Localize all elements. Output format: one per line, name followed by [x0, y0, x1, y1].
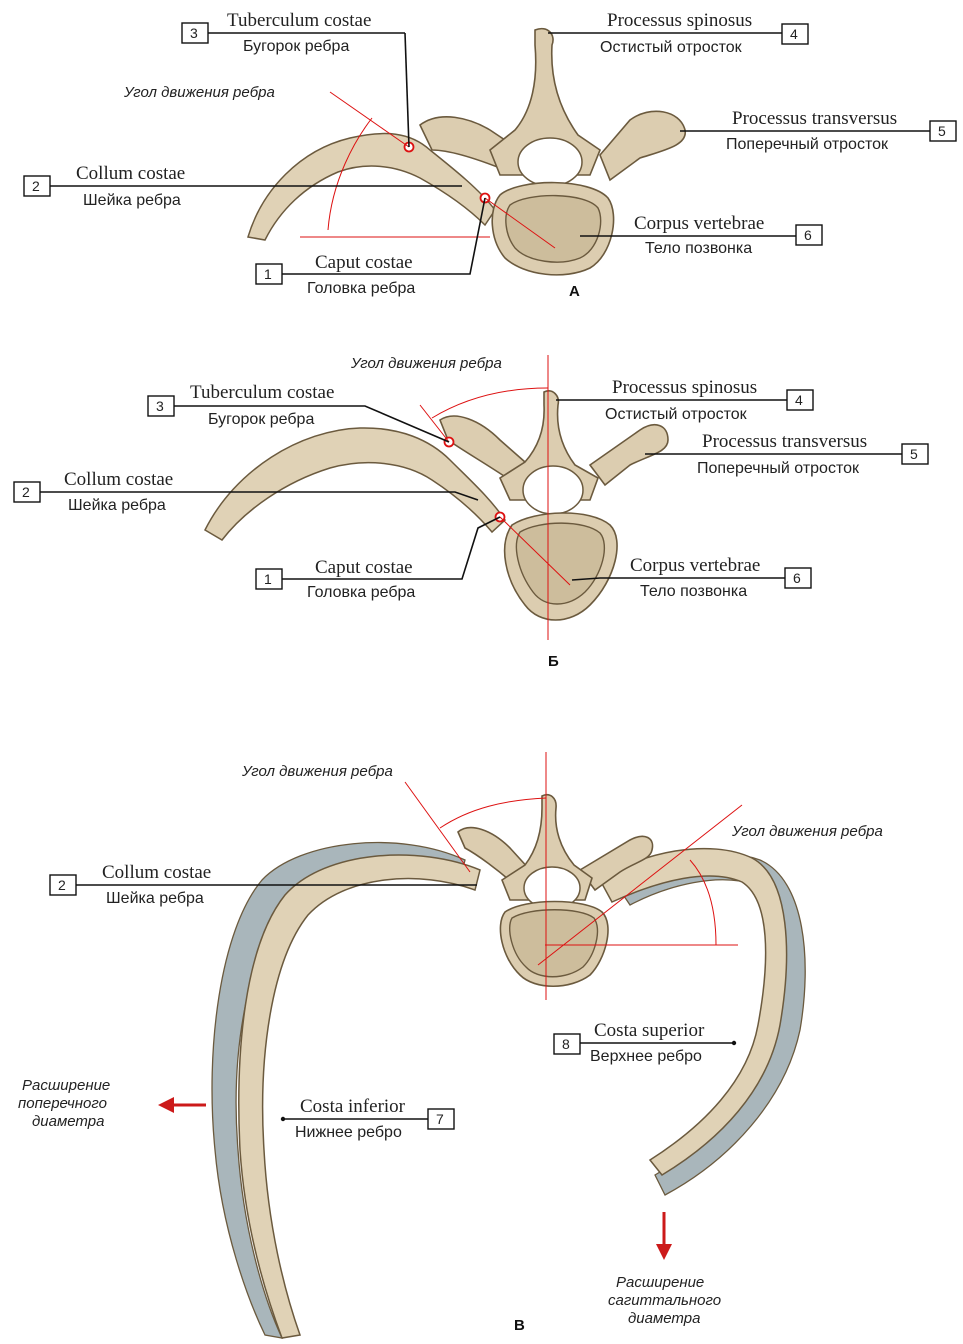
panel-c-lat-2: Collum costae	[102, 862, 211, 883]
panel-a-body-surface	[506, 196, 601, 262]
panel-c-sagittal-line-3: диаметра	[628, 1310, 700, 1327]
panel-c-rus-2: Шейка ребра	[106, 890, 204, 907]
panel-c-sagittal-line-2: сагиттального	[608, 1292, 721, 1309]
panel-a-rus-3: Бугорок ребра	[243, 38, 349, 55]
panel-c-angle-label-right: Угол движения ребра	[731, 823, 883, 840]
panel-c-lat-8: Costa superior	[594, 1020, 705, 1041]
panel-a-rus-2: Шейка ребра	[83, 192, 181, 209]
panel-c-num-2: 2	[58, 877, 66, 893]
panel-b-rus-1: Головка ребра	[307, 584, 415, 601]
panel-a-leader-3b	[405, 33, 409, 147]
panel-a-num-2: 2	[32, 178, 40, 194]
panel-a-lat-3: Tuberculum costae	[227, 10, 371, 31]
panel-a-letter: А	[569, 283, 580, 300]
panel-b-lat-1: Caput costae	[315, 557, 413, 578]
panel-b-lat-4: Processus spinosus	[612, 377, 757, 398]
panel-b-num-6: 6	[793, 570, 801, 586]
panel-c-rus-8: Верхнее ребро	[590, 1048, 702, 1065]
panel-a-rus-6: Тело позвонка	[645, 240, 752, 257]
panel-c-transverse-arrow-head	[158, 1097, 174, 1113]
panel-c-angle-arc-left	[440, 798, 546, 828]
panel-a-rus-5: Поперечный отросток	[726, 136, 889, 153]
panel-b-rus-2: Шейка ребра	[68, 497, 166, 514]
panel-b-rus-6: Тело позвонка	[640, 583, 747, 600]
panel-c-sagittal-line-1: Расширение	[616, 1274, 704, 1291]
panel-a-lat-4: Processus spinosus	[607, 10, 752, 31]
panel-c-letter: В	[514, 1317, 525, 1334]
panel-c-angle-label-left: Угол движения ребра	[241, 763, 393, 780]
panel-b-rus-4: Остистый отросток	[605, 406, 748, 423]
panel-c-dot-7	[281, 1117, 285, 1121]
panel-c-dot-8	[732, 1041, 736, 1045]
panel-c-lat-7: Costa inferior	[300, 1096, 406, 1117]
panel-a-num-4: 4	[790, 26, 798, 42]
panel-b-num-1: 1	[264, 571, 272, 587]
panel-b-num-3: 3	[156, 398, 164, 414]
panel-a-lat-5: Processus transversus	[732, 108, 897, 129]
panel-b-num-2: 2	[22, 484, 30, 500]
panel-b-lat-5: Processus transversus	[702, 431, 867, 452]
panel-a-num-3: 3	[190, 25, 198, 41]
panel-a-rus-4: Остистый отросток	[600, 39, 743, 56]
panel-b-letter: Б	[548, 653, 559, 670]
panel-a: Угол движения ребра 3 Tuberculum costae …	[24, 10, 956, 300]
panel-c-transverse-line-3: диаметра	[32, 1113, 104, 1130]
panel-a-transverse-right	[600, 111, 685, 180]
panel-b-angle-arc	[432, 388, 548, 418]
panel-c-transverse-line-1: Расширение	[22, 1077, 110, 1094]
panel-a-num-5: 5	[938, 123, 946, 139]
panel-b-lat-2: Collum costae	[64, 469, 173, 490]
panel-a-num-1: 1	[264, 266, 272, 282]
panel-c-rus-7: Нижнее ребро	[295, 1124, 402, 1141]
panel-c-num-8: 8	[562, 1036, 570, 1052]
panel-c-transverse-line-2: поперечного	[18, 1095, 107, 1112]
panel-c-num-7: 7	[436, 1111, 444, 1127]
panel-a-lat-2: Collum costae	[76, 163, 185, 184]
panel-b-lat-3: Tuberculum costae	[190, 382, 334, 403]
panel-a-angle-label: Угол движения ребра	[123, 84, 275, 101]
panel-b-num-4: 4	[795, 392, 803, 408]
panel-a-num-6: 6	[804, 227, 812, 243]
panel-b-num-5: 5	[910, 446, 918, 462]
panel-b-angle-label: Угол движения ребра	[350, 355, 502, 372]
panel-a-rus-1: Головка ребра	[307, 280, 415, 297]
panel-b-rus-3: Бугорок ребра	[208, 411, 314, 428]
panel-b-transverse-right	[590, 425, 668, 485]
panel-b-foramen	[523, 466, 583, 514]
panel-c-sagittal-arrow-head	[656, 1244, 672, 1260]
panel-a-lat-1: Caput costae	[315, 252, 413, 273]
panel-b-rus-5: Поперечный отросток	[697, 460, 860, 477]
panel-a-lat-6: Corpus vertebrae	[634, 213, 764, 234]
panel-a-foramen	[518, 138, 582, 186]
panel-b: Угол движения ребра 3 Tuberculum costae …	[14, 355, 928, 670]
panel-b-lat-6: Corpus vertebrae	[630, 555, 760, 576]
panel-c: Угол движения ребра Угол движения ребра …	[18, 752, 883, 1338]
